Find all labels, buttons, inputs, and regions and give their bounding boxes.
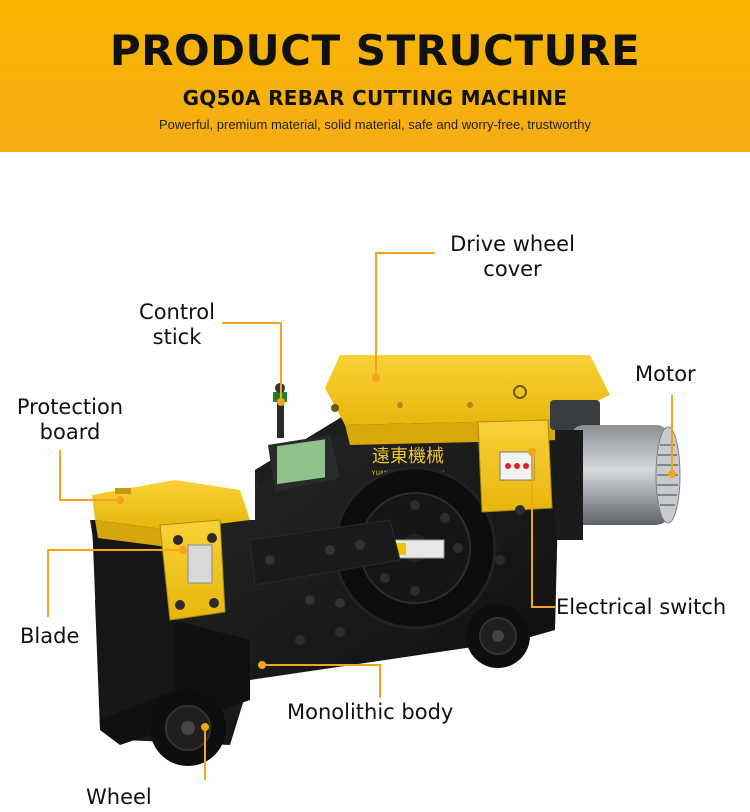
label-blade: Blade xyxy=(20,624,80,648)
leader-protection-board xyxy=(59,450,120,501)
label-protection-board: Protection board xyxy=(16,395,124,444)
page-tagline: Powerful, premium material, solid materi… xyxy=(158,117,592,132)
body-bolts xyxy=(295,505,525,645)
blade-housing xyxy=(159,519,226,621)
leader-lines xyxy=(47,252,676,780)
header-banner: PRODUCT STRUCTURE GQ50A REBAR CUTTING MA… xyxy=(0,0,750,152)
leader-electrical-switch xyxy=(531,452,555,608)
label-drive-wheel-cover: Drive wheel cover xyxy=(450,232,575,281)
protection-board xyxy=(92,480,250,548)
label-wheel: Wheel xyxy=(86,785,152,809)
page-subtitle: GQ50A REBAR CUTTING MACHINE xyxy=(182,86,568,110)
product-diagram: 遠東機械 YUANDONG MACHINERY xyxy=(0,152,750,812)
label-control-stick: Control stick xyxy=(139,300,215,349)
rear-wheel xyxy=(466,604,530,668)
cutting-arm xyxy=(249,519,401,608)
brand-text: 遠東機械 xyxy=(372,446,444,467)
leader-drive-wheel-cover xyxy=(375,252,435,378)
control-panel xyxy=(268,435,340,492)
label-electrical-switch: Electrical switch xyxy=(556,595,727,619)
electrical-switch-box xyxy=(477,419,553,513)
leader-control-stick xyxy=(222,322,282,402)
front-wheel xyxy=(150,690,226,766)
leader-blade xyxy=(47,549,183,617)
leader-monolithic-body xyxy=(262,664,381,698)
page-title: PRODUCT STRUCTURE xyxy=(109,26,641,75)
label-motor: Motor xyxy=(635,362,696,386)
motor xyxy=(550,400,681,540)
machine-illustration: 遠東機械 YUANDONG MACHINERY xyxy=(90,355,681,766)
label-monolithic-body: Monolithic body xyxy=(287,700,454,724)
